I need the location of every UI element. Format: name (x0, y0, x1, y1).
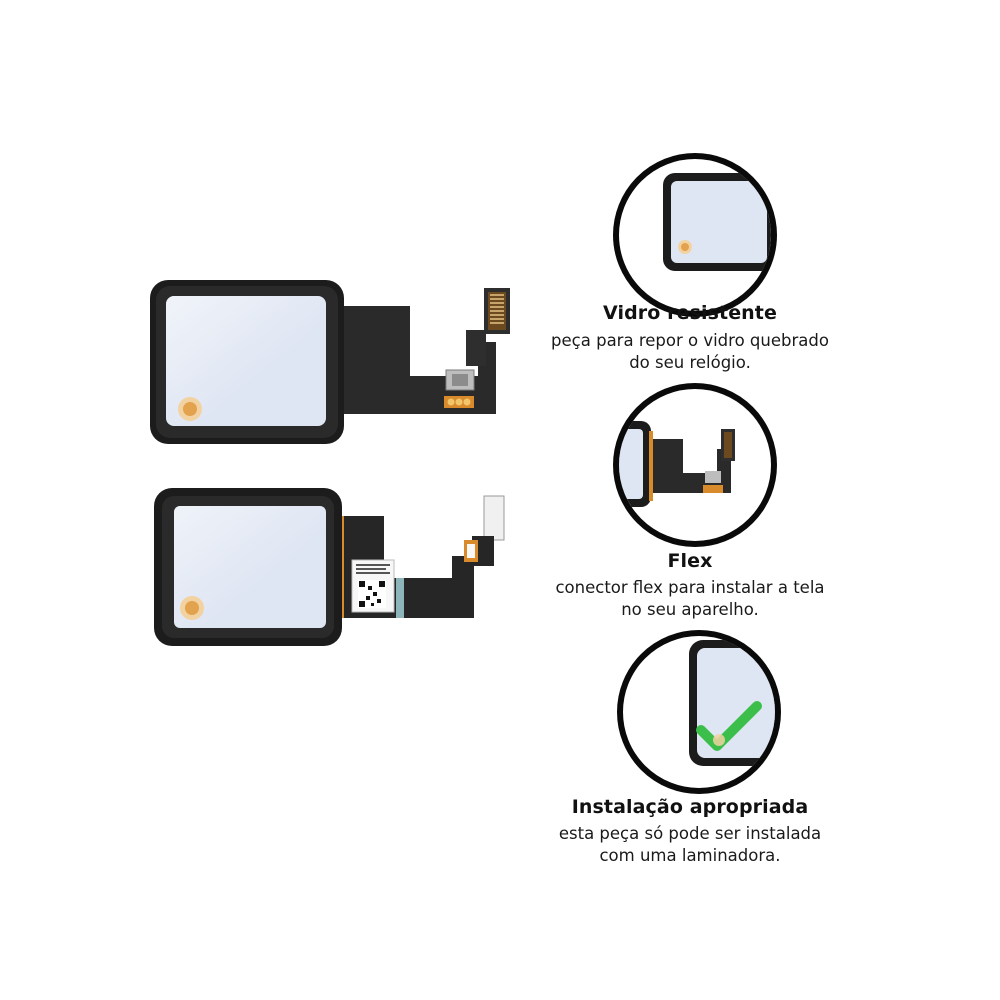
feature-title: Instalação apropriada (571, 796, 809, 818)
glass-screen-icon (613, 153, 777, 317)
feature-desc-line: esta peça só pode ser instalada (558, 824, 822, 843)
feature-desc-line: peça para repor o vidro quebrado (551, 331, 829, 350)
feature-title: Flex (667, 550, 713, 572)
product-front-view (148, 278, 518, 450)
feature-title: Vidro resistente (603, 302, 777, 324)
feature-desc-line: conector flex para instalar a tela (555, 578, 825, 597)
flex-connector-icon (613, 383, 777, 547)
feature-desc-line: no seu aparelho. (621, 600, 759, 619)
feature-desc-line: com uma laminadora. (599, 846, 781, 865)
feature-description: peça para repor o vidro quebrado do seu … (510, 330, 870, 374)
feature-description: conector flex para instalar a tela no se… (510, 577, 870, 621)
product-back-view (152, 486, 514, 648)
check-install-icon (617, 630, 781, 794)
feature-description: esta peça só pode ser instalada com uma … (510, 823, 870, 867)
feature-desc-line: do seu relógio. (629, 353, 751, 372)
